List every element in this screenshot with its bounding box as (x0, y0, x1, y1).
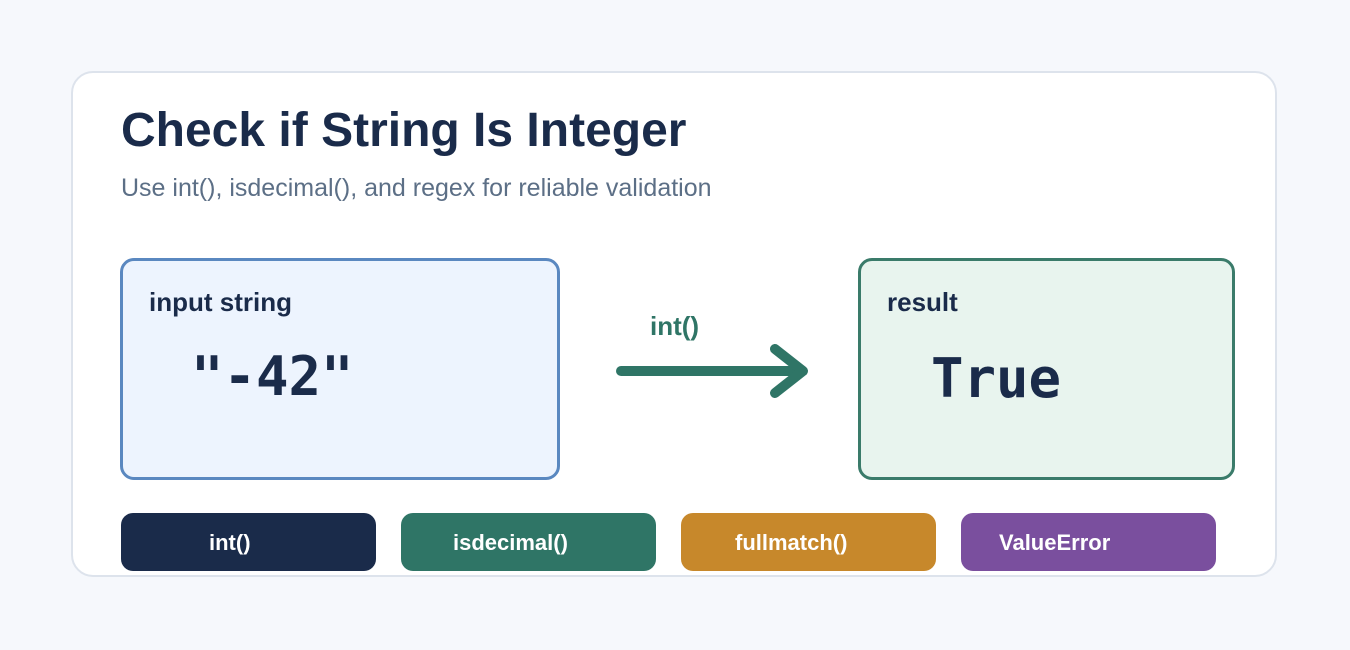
pill-valueerror[interactable]: ValueError (961, 513, 1216, 571)
right-arrow-icon (616, 344, 808, 398)
input-string-label: input string (149, 287, 292, 317)
pill-fullmatch[interactable]: fullmatch() (681, 513, 936, 571)
pill-int[interactable]: int() (121, 513, 376, 571)
result-value: True (931, 347, 1062, 410)
result-box: result True (858, 258, 1235, 480)
pill-int-label: int() (209, 530, 251, 555)
input-string-box: input string "-42" (120, 258, 560, 480)
input-string-value: "-42" (191, 345, 354, 408)
pill-isdecimal[interactable]: isdecimal() (401, 513, 656, 571)
pill-fullmatch-label: fullmatch() (735, 530, 848, 555)
result-label: result (887, 287, 958, 317)
diagram-card: Check if String Is Integer Use int(), is… (71, 71, 1277, 577)
page-subtitle: Use int(), isdecimal(), and regex for re… (121, 174, 712, 202)
pill-isdecimal-label: isdecimal() (453, 530, 568, 555)
pill-valueerror-label: ValueError (999, 530, 1111, 555)
page-title: Check if String Is Integer (121, 104, 687, 157)
operation-label: int() (650, 311, 700, 341)
